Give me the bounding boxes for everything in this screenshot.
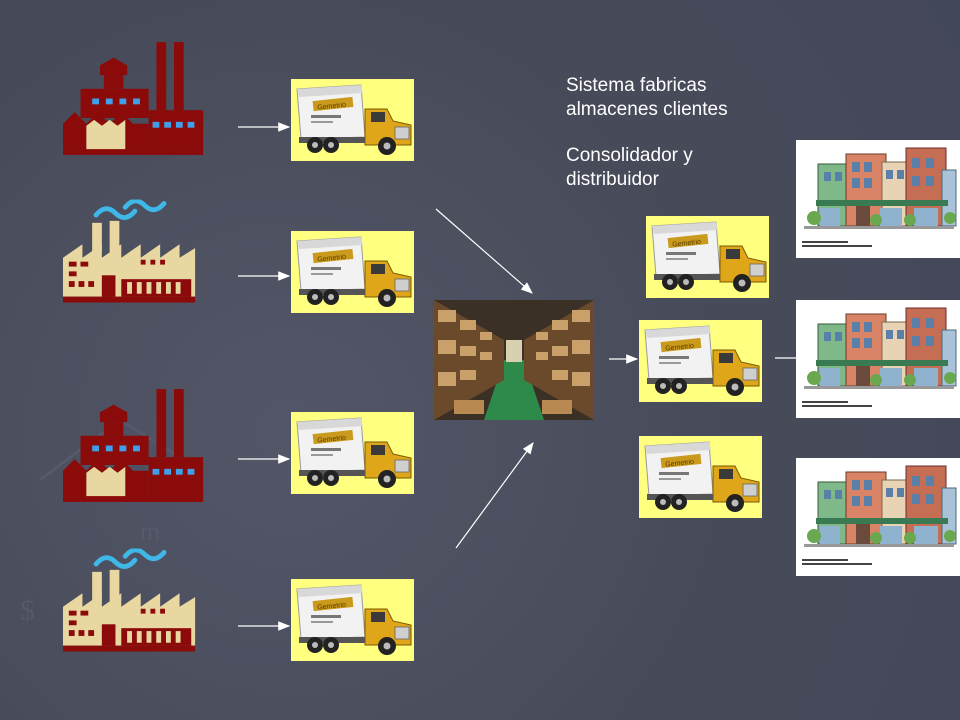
truck-image (639, 320, 762, 402)
truck-image (646, 216, 769, 298)
truck-image (291, 412, 414, 494)
storefront-image (796, 140, 960, 258)
arrow-to-warehouse (455, 442, 534, 549)
truck-image (291, 231, 414, 313)
arrow-to-warehouse (435, 208, 533, 294)
caption-line-2: almacenes clientes (566, 99, 728, 120)
caption-block-2: Consolidador y distribuidor (566, 144, 693, 192)
warehouse-image (434, 300, 594, 420)
storefront-image (796, 300, 960, 418)
caption-line-3: Consolidador y (566, 145, 693, 166)
truck-image (291, 579, 414, 661)
truck-image (639, 436, 762, 518)
truck-image (291, 79, 414, 161)
caption-block-1: Sistema fabricas almacenes clientes (566, 74, 728, 122)
caption-line-4: distribuidor (566, 169, 659, 190)
background-m-glyph: m (140, 517, 160, 546)
background-dollar-glyph: $ (20, 594, 35, 627)
storefront-image (796, 458, 960, 576)
caption-line-1: Sistema fabricas (566, 75, 707, 96)
